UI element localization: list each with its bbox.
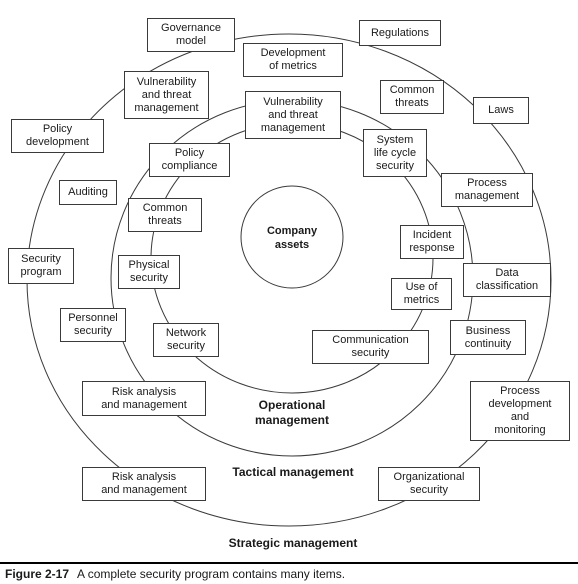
risk-analysis-strategic-box: Risk analysis and management xyxy=(82,467,206,501)
regulations-box: Regulations xyxy=(359,20,441,46)
figure-number: Figure 2-17 xyxy=(5,567,70,581)
strategic-management-label: Strategic management xyxy=(228,536,358,550)
auditing-box: Auditing xyxy=(59,180,117,205)
development-of-metrics-box: Development of metrics xyxy=(243,43,343,77)
process-management-box: Process management xyxy=(441,173,533,207)
communication-security-box: Communication security xyxy=(312,330,429,364)
incident-response-box: Incident response xyxy=(400,225,464,259)
governance-model-box: Governance model xyxy=(147,18,235,52)
center-circle xyxy=(240,185,344,289)
common-threats-outer-box: Common threats xyxy=(380,80,444,114)
physical-security-box: Physical security xyxy=(118,255,180,289)
risk-analysis-tactical-box: Risk analysis and management xyxy=(82,381,206,416)
business-continuity-box: Business continuity xyxy=(450,320,526,355)
personnel-security-box: Personnel security xyxy=(60,308,126,342)
tactical-management-label: Tactical management xyxy=(232,465,354,479)
network-security-box: Network security xyxy=(153,323,219,357)
figure-caption: Figure 2-17 A complete security program c… xyxy=(5,567,345,581)
system-life-cycle-box: System life cycle security xyxy=(363,129,427,177)
vulnerability-threat-outer-box: Vulnerability and threat management xyxy=(124,71,209,119)
laws-box: Laws xyxy=(473,97,529,124)
data-classification-box: Data classification xyxy=(463,263,551,297)
organizational-security-box: Organizational security xyxy=(378,467,480,501)
use-of-metrics-box: Use of metrics xyxy=(391,278,452,310)
caption-divider xyxy=(0,562,578,564)
figure-caption-text: A complete security program contains man… xyxy=(77,567,346,581)
process-development-box: Process development and monitoring xyxy=(470,381,570,441)
policy-compliance-box: Policy compliance xyxy=(149,143,230,177)
operational-management-label: Operational management xyxy=(254,398,330,427)
security-program-box: Security program xyxy=(8,248,74,284)
common-threats-inner-box: Common threats xyxy=(128,198,202,232)
vulnerability-threat-inner-box: Vulnerability and threat management xyxy=(245,91,341,139)
company-assets-label: Company assets xyxy=(266,225,318,251)
policy-development-box: Policy development xyxy=(11,119,104,153)
